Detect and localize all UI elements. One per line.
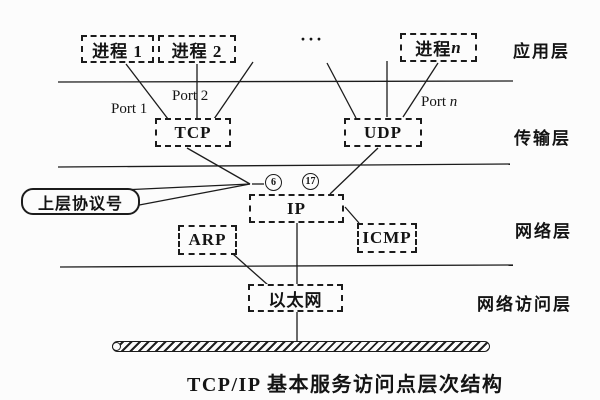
- protocol-number-17: 17: [302, 173, 319, 190]
- link-processn-udp: [402, 62, 439, 118]
- layer-label-transport: 传输层: [514, 129, 571, 148]
- process-n-label: 进程: [415, 40, 452, 59]
- port-2-label: Port 2: [172, 88, 209, 104]
- layer-label-network: 网络层: [515, 222, 572, 241]
- link-ellipsis-udp: [326, 62, 357, 119]
- tcp-box: TCP: [155, 118, 231, 147]
- process-n-variable: n: [451, 37, 462, 57]
- link-udp-ip: [329, 147, 379, 195]
- link-ip-icmp: [344, 206, 360, 224]
- process-n-box: 进程 n: [400, 33, 477, 62]
- layer-label-application: 应用层: [513, 42, 570, 61]
- separator-network-access: [59, 264, 514, 268]
- udp-box: UDP: [344, 118, 422, 147]
- link-process1-tcp: [125, 63, 169, 120]
- callout-bubble: 上层协议号: [21, 188, 140, 215]
- layer-label-network-access: 网络访问层: [477, 295, 572, 314]
- arp-box: ARP: [178, 225, 237, 255]
- cable-end-cap: [112, 342, 121, 351]
- icmp-box: ICMP: [357, 223, 417, 253]
- link-ellipsis-tcp: [213, 61, 254, 120]
- link-arp-ethernet: [232, 253, 269, 286]
- caption: TCP/IP 基本服务访问点层次结构: [187, 374, 504, 396]
- ethernet-box: 以太网: [248, 284, 343, 312]
- physical-medium-cable: [112, 341, 490, 352]
- process-2-box: 进程 2: [158, 35, 236, 63]
- port-n-text: Port: [421, 94, 450, 110]
- port-n-variable: n: [449, 94, 458, 110]
- separator-transport-network: [57, 163, 511, 168]
- port-1-label: Port 1: [111, 101, 148, 117]
- callout-pointer-upper: [120, 183, 251, 191]
- link-tcp-ip: [186, 147, 251, 185]
- callout-pointer-lower: [133, 183, 251, 207]
- process-ellipsis: ···: [300, 29, 325, 49]
- port-n-label: Port n: [421, 94, 457, 111]
- process-1-box: 进程 1: [81, 35, 154, 63]
- ip-box: IP: [249, 194, 344, 223]
- protocol-number-6: 6: [265, 174, 282, 191]
- separator-application-transport: [57, 80, 514, 83]
